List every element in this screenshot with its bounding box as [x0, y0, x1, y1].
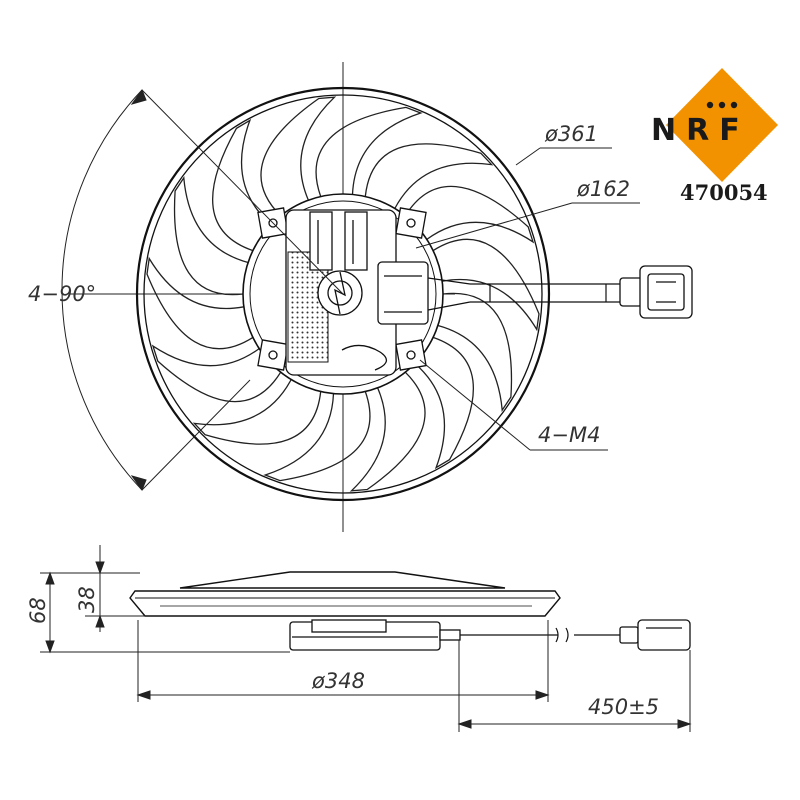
mount-hole [406, 218, 416, 228]
side-shroud [129, 571, 561, 617]
hub-diameter-leader [415, 202, 640, 249]
height-dimensions [40, 545, 290, 654]
motor-bracket-right [344, 211, 368, 271]
angle-label: 4−90° [28, 282, 96, 306]
fan-blade-icon [414, 336, 474, 470]
blade-height-label: 38 [75, 586, 99, 613]
mount-label: 4−M4 [538, 423, 600, 447]
angle-dimension [61, 88, 344, 492]
part-number: 470054 [680, 180, 768, 205]
side-cable [460, 627, 620, 643]
logo-text: NRF [651, 113, 750, 148]
cable-length-label: 450±5 [588, 695, 659, 719]
cable-length-dimension [457, 640, 692, 732]
logo-diamond [666, 68, 778, 182]
side-connector [619, 619, 691, 651]
wire-harness [427, 277, 622, 311]
side-motor [289, 619, 461, 651]
ring-diameter-dimension [136, 620, 550, 702]
hub-inner [249, 200, 437, 388]
fan-blade-icon [173, 176, 249, 296]
fan-blades [146, 96, 540, 492]
harness-box [377, 261, 429, 325]
total-height-label: 68 [26, 597, 50, 624]
outer-diameter-label: ø361 [544, 122, 598, 146]
fan-blade-icon [349, 371, 426, 492]
fan-blade-icon [260, 96, 337, 217]
fan-blade-icon [212, 118, 272, 252]
fan-blade-icon [315, 106, 423, 197]
angle-arc [61, 89, 143, 491]
fan-side-view: 68 38 ø348 450±5 [26, 545, 692, 732]
motor-cable-bundle [341, 344, 387, 371]
mount-leader [419, 359, 608, 451]
fan-blade-icon [192, 379, 322, 445]
mount-hole [406, 350, 416, 360]
fan-blade-icon [146, 256, 254, 350]
fan-blade-icon [364, 143, 494, 209]
fan-blade-icon [263, 391, 371, 482]
fan-blade-icon [432, 238, 540, 332]
outer-diameter-leader [515, 147, 612, 166]
electric-connector-icon [619, 265, 693, 319]
hub-diameter-label: ø162 [576, 177, 630, 201]
fan-top-view: 4−90° ø361 ø162 4−M4 [28, 62, 693, 532]
motor-bracket-left [309, 211, 333, 271]
nrf-logo-icon: NRF [651, 68, 778, 182]
fan-blade-icon [404, 185, 535, 244]
ring-diameter-label: ø348 [311, 669, 365, 693]
fan-blade-icon [151, 344, 282, 403]
fan-blade-icon [437, 292, 513, 412]
outer-shroud-ring [135, 86, 551, 502]
inner-shroud-ring [143, 94, 543, 494]
mount-hole [268, 350, 278, 360]
